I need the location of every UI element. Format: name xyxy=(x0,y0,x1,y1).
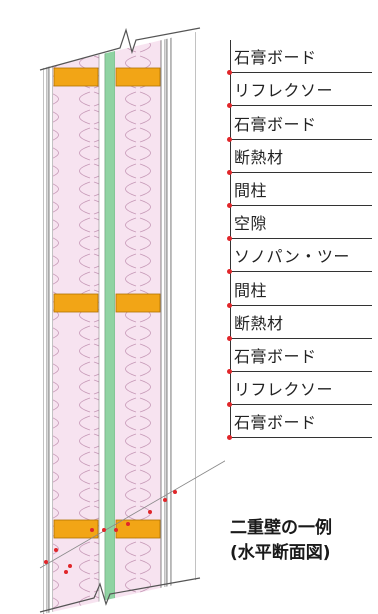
wall-cross-section xyxy=(39,27,225,614)
layer-label: リフレクソー xyxy=(234,380,334,400)
layer-row: ソノパン・ツー xyxy=(227,239,372,275)
leader-dot xyxy=(227,402,232,408)
layer-row: 間柱 xyxy=(227,272,372,308)
stud-left-mid xyxy=(53,293,99,313)
break-line-bottom xyxy=(39,577,201,613)
leader-dot xyxy=(227,269,232,275)
leader-dot xyxy=(227,302,232,308)
diagram-caption: 二重壁の一例 (水平断面図) xyxy=(230,516,332,566)
leader-dot xyxy=(227,70,232,76)
leader-dot xyxy=(227,169,232,175)
board-right-3 xyxy=(170,32,196,614)
board-left-1 xyxy=(43,32,48,614)
leader-dot xyxy=(227,202,232,208)
leader-dot xyxy=(227,103,232,109)
layer-row: 空隙 xyxy=(227,206,372,242)
layer-row: 断熱材 xyxy=(227,306,372,341)
break-line-top xyxy=(39,27,201,71)
layer-label: 断熱材 xyxy=(234,147,284,167)
board-right-2 xyxy=(166,32,172,614)
air-gap xyxy=(98,32,106,614)
layer-row: 石膏ボード xyxy=(227,40,372,76)
board-left-2 xyxy=(48,32,54,614)
caption-title: 二重壁の一例 xyxy=(230,518,332,538)
layer-label: リフレクソー xyxy=(234,81,334,101)
stud-left-bottom xyxy=(53,519,99,539)
insulation-right xyxy=(115,32,161,614)
board-right-1 xyxy=(160,32,166,614)
insulation-left xyxy=(53,32,99,614)
layer-label: 空隙 xyxy=(234,214,268,234)
layer-row: 間柱 xyxy=(227,173,372,208)
layer-row: 石膏ボード xyxy=(227,106,372,142)
layer-label: 石膏ボード xyxy=(234,413,317,433)
stud-right-top xyxy=(115,67,161,87)
leader-dots xyxy=(44,490,177,574)
sonopan-layer xyxy=(104,32,116,614)
layer-row: 石膏ボード xyxy=(227,339,372,374)
stud-left-top xyxy=(53,67,99,87)
layer-row: リフレクソー xyxy=(227,372,372,408)
leader-dot xyxy=(227,136,232,142)
layer-label: ソノパン・ツー xyxy=(234,247,350,267)
leader-dot xyxy=(227,335,232,341)
stud-right-mid xyxy=(115,293,161,313)
leader-dot xyxy=(227,236,232,242)
layer-label: 石膏ボード xyxy=(234,114,317,134)
caption-subtitle: (水平断面図) xyxy=(230,543,331,563)
layer-label: 石膏ボード xyxy=(234,48,317,68)
leader-dot xyxy=(227,435,232,441)
layer-label: 石膏ボード xyxy=(234,346,317,366)
stud-right-bottom xyxy=(115,519,161,539)
layer-legend: 石膏ボード リフレクソー 石膏ボード 断熱材 間柱 空隙 ソノパン・ツー 間柱 … xyxy=(227,40,372,441)
layer-row: 断熱材 xyxy=(227,140,372,175)
reflexo-right xyxy=(165,32,167,614)
layer-label: 間柱 xyxy=(234,280,268,300)
reflexo-left xyxy=(47,32,49,614)
section-line xyxy=(39,460,225,569)
layer-label: 断熱材 xyxy=(234,313,284,333)
layer-row: 石膏ボード xyxy=(227,405,372,441)
leader-dot xyxy=(227,368,232,374)
layer-row: リフレクソー xyxy=(227,73,372,109)
layer-label: 間柱 xyxy=(234,180,268,200)
